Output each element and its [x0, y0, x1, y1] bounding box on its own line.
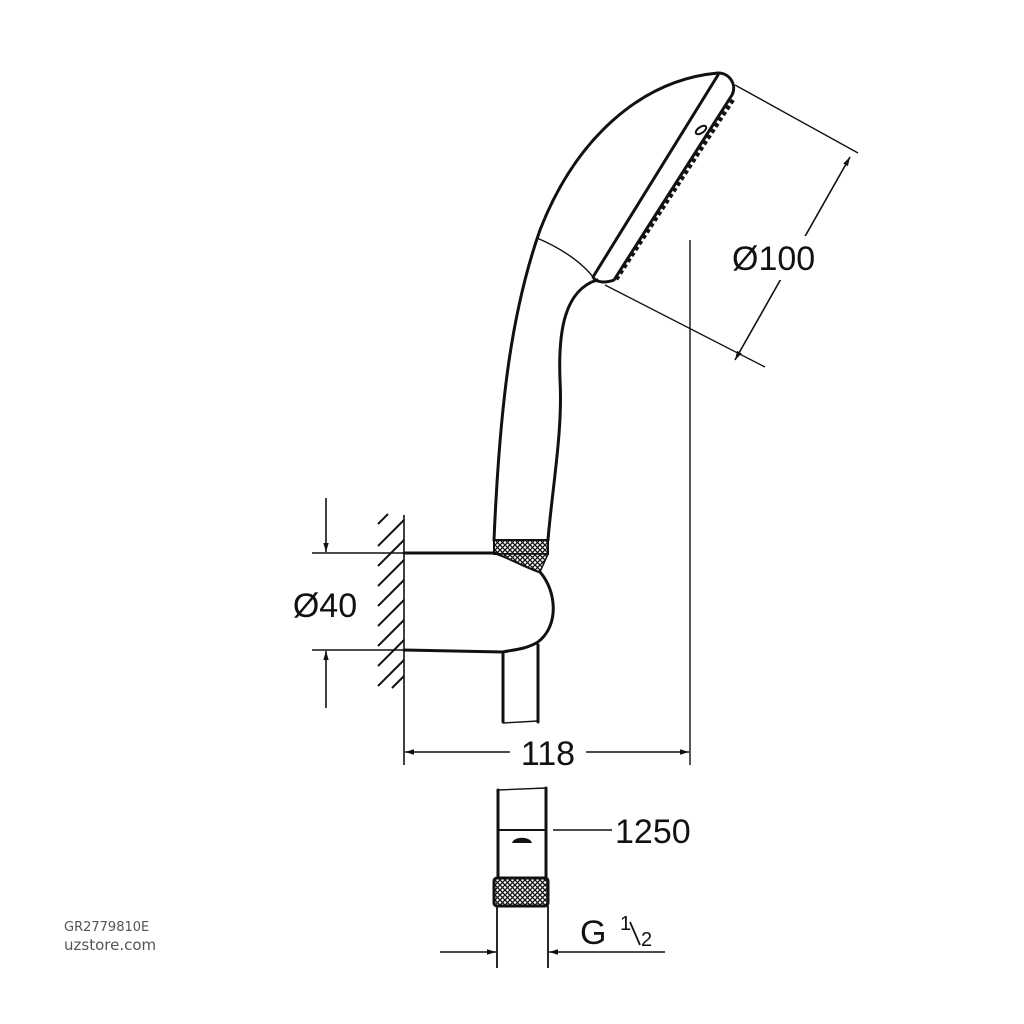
dimension-head-diameter: Ø100 [604, 84, 859, 368]
hand-shower [492, 71, 736, 555]
wall-holder [402, 551, 555, 724]
product-code: GR2779810E [64, 920, 150, 935]
projection-label: 118 [521, 735, 575, 773]
head-diameter-label: Ø100 [732, 240, 815, 278]
hose-connector [492, 786, 550, 968]
holder-diameter-label: Ø40 [293, 587, 357, 625]
hose-length-label: 1250 [615, 813, 691, 851]
dimension-holder-diameter: Ø40 [293, 498, 404, 708]
thread-prefix-label: G [580, 914, 606, 952]
dimension-thread: G 1 2 [440, 913, 665, 955]
wall [377, 513, 405, 765]
thread-denominator: 2 [641, 929, 652, 951]
dimension-projection: 118 [405, 732, 689, 773]
site-link[interactable]: uzstore.com [64, 936, 157, 954]
dimension-hose-length: 1250 [553, 813, 691, 851]
thread-numerator: 1 [620, 913, 631, 935]
